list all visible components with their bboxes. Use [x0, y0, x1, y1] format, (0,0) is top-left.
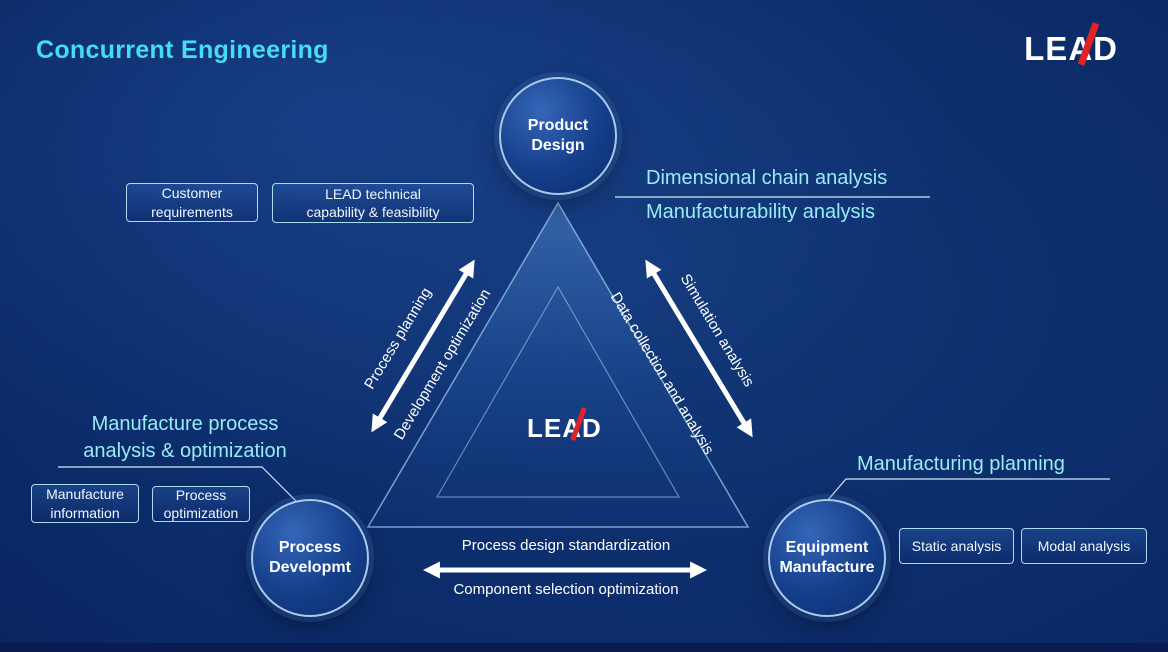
chip-line: optimization	[163, 505, 239, 521]
logo-d: D	[582, 413, 602, 443]
arrow-left-edge	[371, 259, 475, 433]
annotation-manufacture-process: Manufacture process analysis & optimizat…	[30, 411, 340, 465]
chip-customer-requirements: Customer requirements	[126, 183, 258, 222]
logo-d: D	[1093, 30, 1118, 67]
chip-static-analysis: Static analysis	[899, 528, 1014, 564]
chip-line: information	[50, 504, 120, 521]
chip-line: Manufacture	[46, 486, 124, 503]
bottom-bar	[0, 643, 1168, 652]
chip-line: Process	[175, 486, 227, 503]
node-label-line: Equipment	[785, 539, 869, 556]
annotation-line: Manufacture process	[91, 413, 279, 435]
triangle-outer	[366, 201, 750, 528]
node-label-line: Product	[527, 117, 589, 134]
edge-label-process-design-standardization: Process design standardization	[461, 537, 671, 554]
chip-line: Customer	[161, 185, 223, 202]
triangle-inner	[435, 285, 681, 498]
node-label-line: Manufacture	[779, 559, 875, 576]
node-equipment-manufacture: Equipment Manufacture	[768, 499, 886, 617]
chip-line: LEAD technical	[325, 185, 421, 202]
annotation-manufacturing-planning: Manufacturing planning	[857, 453, 1065, 475]
annotation-manufacturability: Manufacturability analysis	[646, 201, 875, 223]
node-process-development: Process Developmt	[251, 499, 369, 617]
node-label-line: Design	[531, 137, 585, 154]
leader-line-process	[58, 466, 300, 505]
logo-le: LE	[527, 413, 563, 443]
node-label-line: Process	[278, 539, 342, 556]
annotation-dimensional-chain: Dimensional chain analysis	[646, 167, 888, 189]
chip-process-optimization: Process optimization	[152, 486, 250, 522]
annotation-line: analysis & optimization	[83, 440, 287, 462]
logo-le: LE	[1024, 30, 1069, 67]
node-label-line: Developmt	[269, 559, 351, 576]
chip-lead-technical-capability: LEAD technical capability & feasibility	[272, 183, 474, 223]
node-product-design: Product Design	[499, 77, 617, 195]
chip-modal-analysis: Modal analysis	[1021, 528, 1147, 564]
logo-a-red-slash: A	[562, 413, 583, 443]
logo-a-red-slash: A	[1068, 30, 1094, 67]
leader-line-equipment	[826, 478, 1110, 502]
triangle-center-logo: LEAD	[527, 413, 602, 444]
lead-logo: LEAD	[1024, 30, 1118, 68]
edge-label-component-selection: Component selection optimization	[453, 581, 679, 598]
chip-manufacture-information: Manufacture information	[31, 484, 139, 523]
arrow-right-edge	[645, 259, 753, 438]
chip-line: capability & feasibility	[306, 204, 440, 220]
page-title: Concurrent Engineering	[36, 36, 329, 64]
chip-line: requirements	[151, 203, 233, 220]
